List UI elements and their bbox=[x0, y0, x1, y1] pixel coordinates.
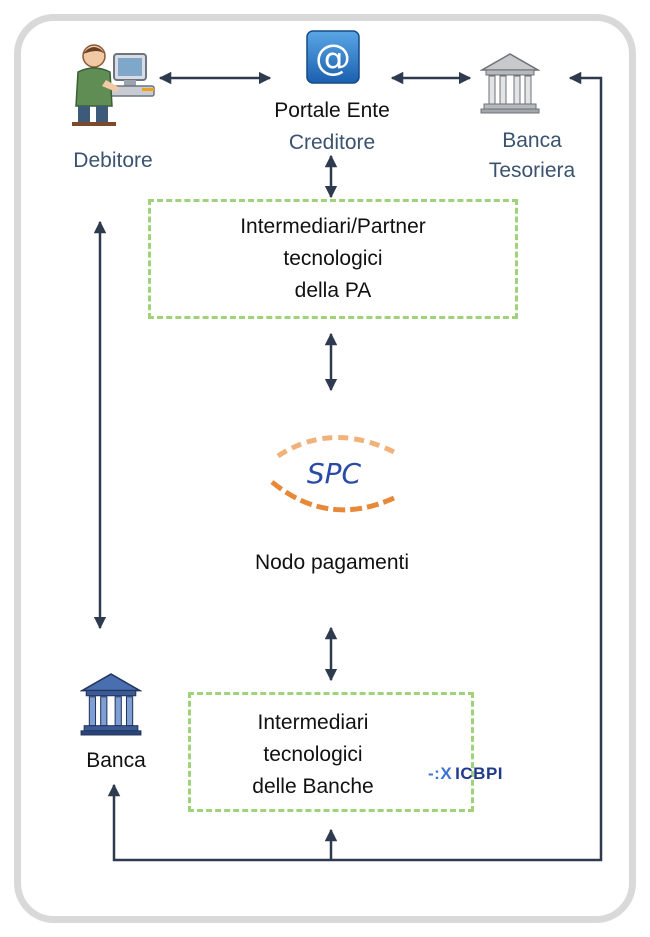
intermediari-banche-label-line1: Intermediari bbox=[257, 711, 369, 734]
banca-tesoriera-label-line2: Tesoriera bbox=[488, 159, 576, 182]
banca-tesoriera-building-icon bbox=[480, 53, 540, 114]
spc-logo: SPC bbox=[270, 435, 400, 513]
intermediari-pa-label-line3: della PA bbox=[294, 279, 372, 302]
banca-label: Banca bbox=[86, 749, 146, 772]
intermediari-pa-label-line1: Intermediari/Partner bbox=[240, 215, 426, 238]
debitore-person-icon bbox=[72, 44, 155, 126]
intermediari-banche-box bbox=[188, 692, 474, 812]
portale-label-line2: Creditore bbox=[288, 131, 376, 154]
banca-tesoriera-label-line1: Banca bbox=[502, 129, 562, 152]
banca-building-icon bbox=[80, 673, 142, 736]
icbpi-mark-icon: -:X bbox=[428, 764, 453, 783]
svg-text:SPC: SPC bbox=[307, 457, 362, 490]
intermediari-pa-box bbox=[148, 199, 518, 319]
intermediari-banche-label-line2: tecnologici bbox=[263, 743, 363, 766]
intermediari-pa-label-line2: tecnologici bbox=[283, 247, 383, 270]
debitore-label: Debitore bbox=[73, 149, 153, 172]
icbpi-logo-text: ICBPI bbox=[455, 764, 504, 783]
portal-at-icon: @ bbox=[306, 30, 360, 84]
svg-text:@: @ bbox=[315, 38, 351, 79]
nodo-pagamenti-label: Nodo pagamenti bbox=[254, 551, 410, 574]
portale-label-line1: Portale Ente bbox=[274, 99, 390, 122]
line-bottom-loop bbox=[107, 71, 603, 862]
intermediari-banche-label-line3: delle Banche bbox=[252, 775, 374, 798]
